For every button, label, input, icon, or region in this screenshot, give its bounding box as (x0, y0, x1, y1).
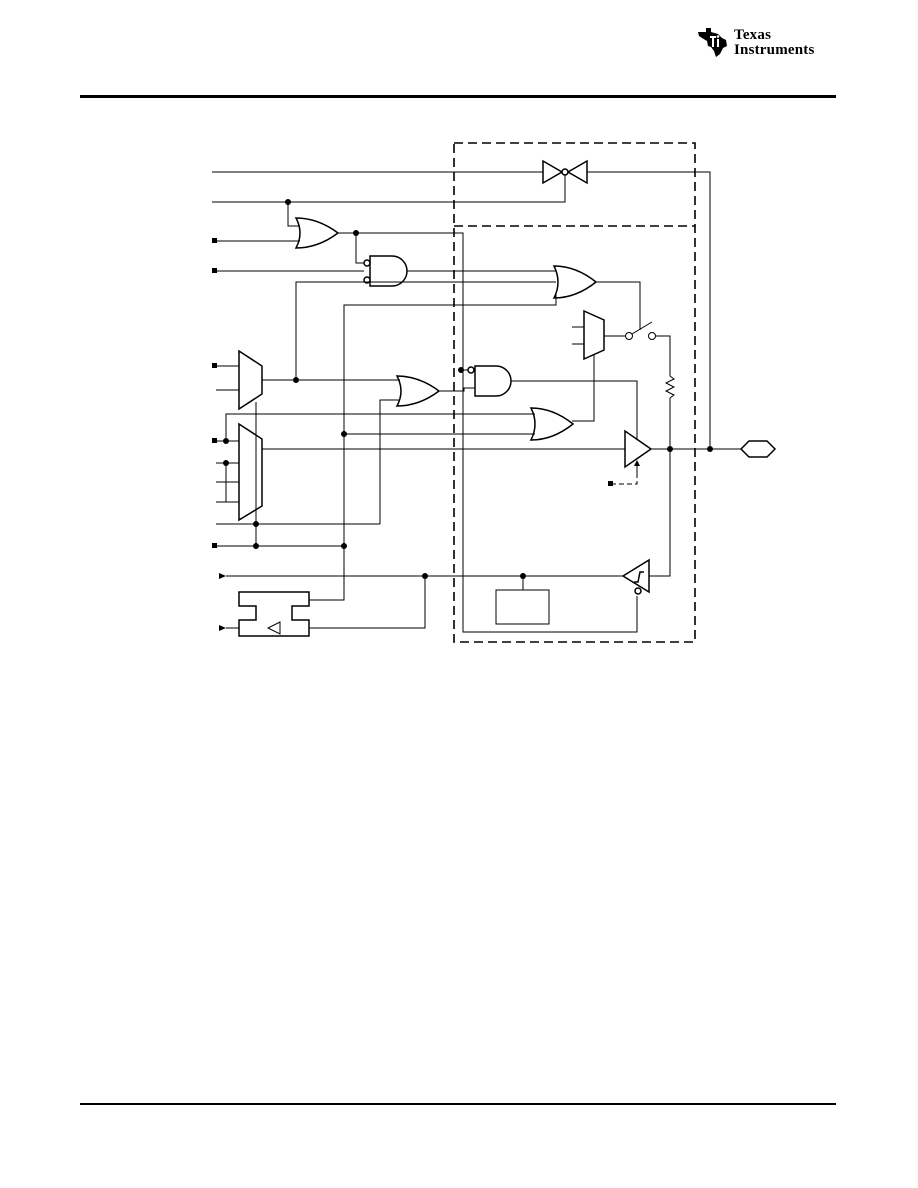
wire (225, 413, 535, 441)
ti-logo: Texas Instruments (696, 24, 838, 60)
tristate-output-buffer (624, 429, 653, 469)
input-terminals (212, 238, 613, 548)
latch (238, 591, 310, 637)
wire (656, 335, 671, 376)
wire (611, 476, 638, 485)
wire (511, 380, 638, 440)
wire (343, 292, 557, 596)
multiplexer (238, 422, 263, 522)
wire (379, 399, 400, 524)
wire (572, 355, 595, 422)
schmitt-trigger-input (621, 558, 650, 595)
or-gate (552, 265, 598, 299)
module-boundary (453, 142, 696, 643)
header-rule (80, 95, 836, 98)
wire (587, 171, 711, 449)
logo-text-instruments: Instruments (734, 42, 815, 58)
and-gate (363, 255, 408, 287)
ti-state-logo-icon (698, 28, 727, 57)
wire (355, 233, 364, 264)
pull-resistor (664, 375, 676, 399)
wire (309, 576, 426, 629)
wire (212, 175, 566, 203)
wire (287, 202, 300, 227)
control-block (495, 589, 550, 625)
footer-rule (80, 1103, 836, 1105)
or-gate (395, 375, 441, 407)
or-gate (529, 407, 575, 441)
multiplexer (238, 349, 263, 411)
wire (309, 546, 345, 601)
junction-dots (223, 199, 713, 579)
wire (295, 281, 556, 380)
wire (596, 281, 641, 330)
logo-text-texas: Texas (734, 27, 772, 43)
and-gate (467, 365, 512, 397)
or-gate (294, 217, 340, 249)
resistor-enable-switch (625, 321, 656, 340)
wire (649, 449, 671, 577)
multiplexer (583, 309, 605, 361)
wire (338, 232, 638, 633)
wire (439, 387, 475, 392)
pin-schematic (212, 142, 777, 643)
pad-terminal (739, 440, 777, 458)
